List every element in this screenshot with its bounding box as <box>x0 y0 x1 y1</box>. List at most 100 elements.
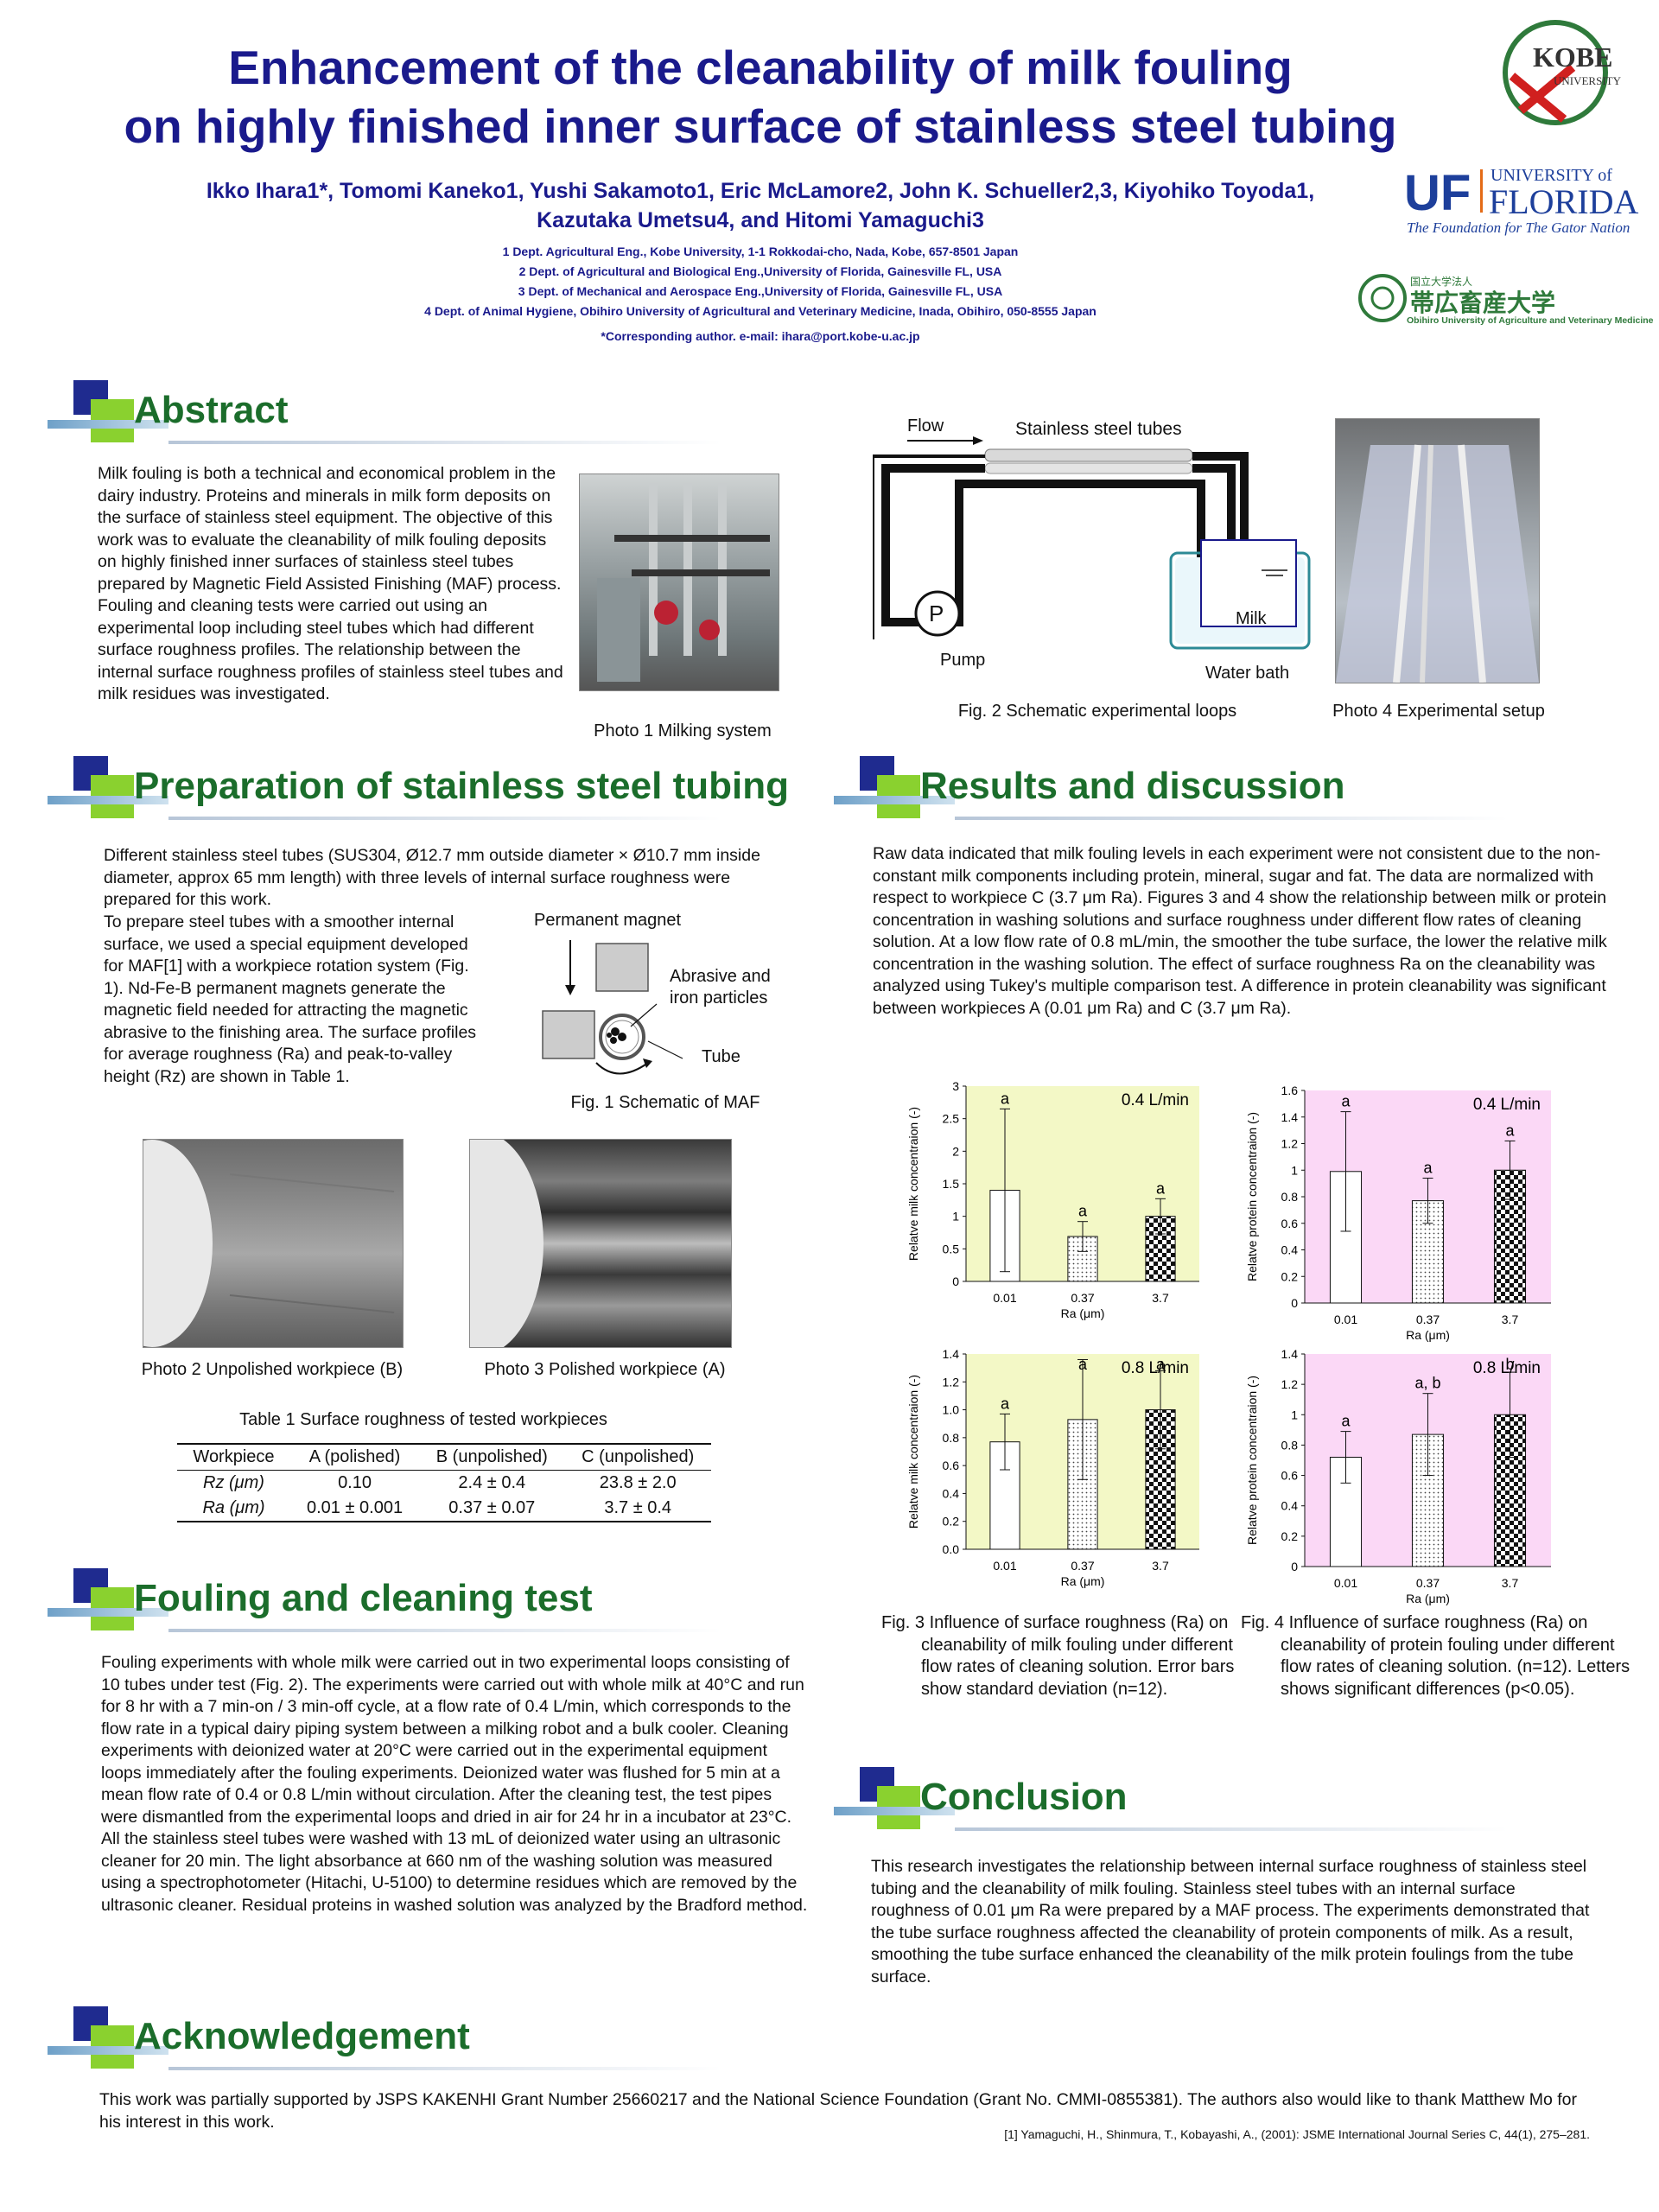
x-axis-label: Ra (μm) <box>1406 1328 1450 1342</box>
bar <box>1493 1169 1527 1304</box>
fig2-schematic: Flow Stainless steel tubes P Pump Milk W… <box>873 415 1322 691</box>
results-text: Raw data indicated that milk fouling lev… <box>873 844 1607 1018</box>
fig2-waterbath-label: Water bath <box>1205 664 1290 683</box>
y-axis-label: Relatve milk concentraion (-) <box>906 1375 920 1529</box>
significance-letter: a, b <box>1414 1375 1440 1392</box>
chart-protein-0-4-svg: 00.20.40.60.811.21.41.6a0.01a0.37a3.70.4… <box>1245 1084 1551 1342</box>
unpolished-image <box>143 1140 395 1347</box>
ack-text: This work was partially supported by JSP… <box>99 2090 1577 2132</box>
fig1-magnet-label: Permanent magnet <box>534 911 682 930</box>
table1-header-cell: Workpiece <box>193 1447 275 1466</box>
results-title: Results and discussion <box>920 765 1345 807</box>
fouling-title: Fouling and cleaning test <box>134 1577 593 1619</box>
polished-image <box>470 1140 543 1347</box>
fig2-drawing <box>873 436 1311 650</box>
photo-experimental-setup <box>1335 418 1540 683</box>
table1-header-cell: A (polished) <box>308 1447 401 1466</box>
table-cell: 0.10 <box>338 1473 372 1492</box>
affiliations: 1 Dept. Agricultural Eng., Kobe Universi… <box>259 242 1262 346</box>
affiliation-1: 1 Dept. Agricultural Eng., Kobe Universi… <box>502 245 1019 258</box>
obihiro-en-text: Obihiro University of Agriculture and Ve… <box>1407 315 1654 326</box>
significance-letter: b <box>1505 1356 1514 1373</box>
table-cell: Ra (μm) <box>202 1498 265 1517</box>
fig1-maf-diagram: Permanent magnet Abrasive and iron parti… <box>527 907 804 1115</box>
y-axis-label: Relatve milk concentraion (-) <box>906 1107 920 1261</box>
y-tick-label: 1 <box>1291 1163 1298 1177</box>
y-tick-label: 0.6 <box>943 1459 960 1472</box>
abstract-title: Abstract <box>134 389 289 431</box>
fig2-tubes-label: Stainless steel tubes <box>1015 419 1182 439</box>
x-tick-label: 0.01 <box>1334 1576 1357 1590</box>
y-tick-label: 0.2 <box>1281 1269 1299 1283</box>
y-tick-label: 0 <box>1291 1296 1298 1310</box>
table1-header-cell: C (unpolished) <box>582 1447 695 1466</box>
y-tick-label: 1.6 <box>1281 1084 1299 1097</box>
affiliation-3: 3 Dept. of Mechanical and Aerospace Eng.… <box>518 284 1003 298</box>
kobe-logo-text: KOBE <box>1533 41 1613 73</box>
y-tick-label: 0.4 <box>1281 1243 1299 1257</box>
conclusion-heading: Conclusion <box>834 1767 1611 1845</box>
flow-rate-label: 0.8 L/min <box>1122 1359 1189 1377</box>
y-tick-label: 1.2 <box>1281 1377 1299 1391</box>
flow-rate-label: 0.4 L/min <box>1122 1091 1189 1109</box>
fig2-caption: Fig. 2 Schematic experimental loops <box>957 702 1237 721</box>
x-tick-label: 0.01 <box>993 1291 1016 1305</box>
x-axis-label: Ra (μm) <box>1061 1574 1105 1588</box>
milking-system-image <box>597 483 770 682</box>
x-axis-label: Ra (μm) <box>1061 1306 1105 1320</box>
table-cell: 0.01 ± 0.001 <box>307 1498 404 1517</box>
corresponding-author: *Corresponding author. e-mail: ihara@por… <box>601 329 920 343</box>
photo-unpolished-workpiece <box>143 1139 404 1348</box>
significance-letter: a <box>1423 1159 1433 1176</box>
ack-heading: Acknowledgement <box>48 2006 825 2084</box>
y-tick-label: 1 <box>1291 1408 1298 1421</box>
abstract-text: Milk fouling is both a technical and eco… <box>98 464 563 703</box>
flow-rate-label: 0.8 L/min <box>1473 1359 1541 1377</box>
photo-polished-workpiece <box>469 1139 732 1348</box>
x-tick-label: 0.37 <box>1071 1291 1094 1305</box>
authors-line-1: Ikko Ihara1*, Tomomi Kaneko1, Yushi Saka… <box>206 179 1315 203</box>
x-axis-label: Ra (μm) <box>1406 1592 1450 1605</box>
y-tick-label: 1.5 <box>943 1177 960 1191</box>
table1-header-cell: B (unpolished) <box>435 1447 548 1466</box>
y-tick-label: 0.8 <box>1281 1190 1299 1204</box>
fig1-tube-label: Tube <box>702 1047 741 1066</box>
chart-milk-0-8-svg: 0.00.20.40.60.81.01.21.4a0.01a0.37a3.70.… <box>906 1347 1199 1588</box>
y-tick-label: 1.2 <box>1281 1137 1299 1151</box>
table1-header-row: Workpiece A (polished) B (unpolished) C … <box>177 1444 711 1471</box>
x-tick-label: 3.7 <box>1152 1291 1169 1305</box>
table-cell: 0.37 ± 0.07 <box>448 1498 536 1517</box>
y-tick-label: 1 <box>952 1210 959 1224</box>
y-axis-label: Relatve protein concentraion (-) <box>1245 1112 1259 1281</box>
fig2-milk-label: Milk <box>1236 609 1267 628</box>
uf-divider <box>1480 169 1483 213</box>
fouling-text: Fouling experiments with whole milk were… <box>101 1653 808 1915</box>
y-tick-label: 0.4 <box>943 1486 960 1500</box>
obihiro-small-text: 国立大学法人 <box>1410 276 1473 288</box>
significance-letter: a <box>1156 1179 1166 1197</box>
authors-line-2: Kazutaka Umetsu4, and Hitomi Yamaguchi3 <box>537 208 984 232</box>
photo3-caption: Photo 3 Polished workpiece (A) <box>484 1360 726 1379</box>
title-line-2: on highly finished inner surface of stai… <box>124 99 1397 153</box>
affiliation-4: 4 Dept. of Animal Hygiene, Obihiro Unive… <box>424 304 1096 318</box>
y-tick-label: 3 <box>952 1079 959 1093</box>
fig3-caption: Fig. 3 Influence of surface roughness (R… <box>881 1613 1235 1699</box>
significance-letter: a <box>1078 1203 1088 1220</box>
y-tick-label: 0.2 <box>1281 1529 1299 1543</box>
significance-letter: a <box>1341 1093 1351 1110</box>
ack-title: Acknowledgement <box>134 2015 470 2057</box>
x-tick-label: 0.01 <box>1334 1313 1357 1326</box>
obihiro-logo: 国立大学法人 帯広畜産大学 Obihiro University of Agri… <box>1357 272 1655 328</box>
uf-logo: UF UNIVERSITY of FLORIDA The Foundation … <box>1404 164 1655 242</box>
y-tick-label: 0.5 <box>943 1242 960 1255</box>
uf-mark: UF <box>1404 165 1471 221</box>
fig1-abrasive-label: Abrasive and iron particles <box>670 967 771 1007</box>
y-tick-label: 1.0 <box>943 1403 960 1417</box>
x-tick-label: 3.7 <box>1502 1313 1519 1326</box>
y-tick-label: 0.0 <box>943 1542 960 1556</box>
fig2-pump-letter: P <box>929 601 944 626</box>
kobe-logo: KOBE UNIVERSITY <box>1486 16 1621 137</box>
